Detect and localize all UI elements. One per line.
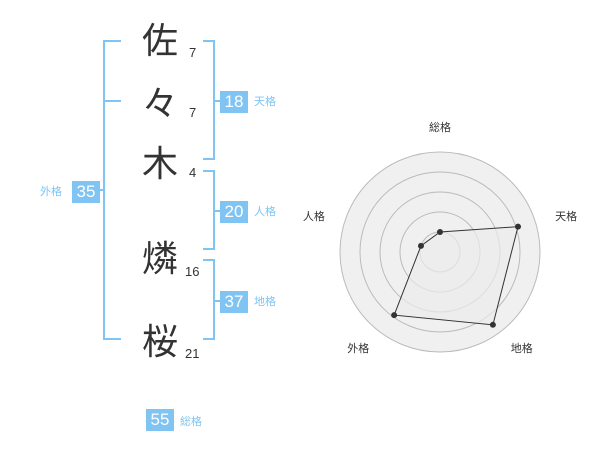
stroke-count-3: 4 bbox=[189, 165, 197, 180]
chikaku-stem bbox=[213, 300, 223, 302]
radar-axis-label-1: 総格 bbox=[429, 120, 451, 134]
radar-axis-label-5: 人格 bbox=[303, 209, 325, 223]
tenkaku-stem bbox=[213, 100, 223, 102]
radar-axis-label-2: 天格 bbox=[555, 209, 577, 223]
stroke-count-5: 21 bbox=[185, 346, 200, 361]
radar-point-4 bbox=[391, 312, 398, 319]
radar-point-5 bbox=[417, 242, 424, 249]
name-char-2: 々 bbox=[141, 84, 178, 125]
radar-axis-label-4: 外格 bbox=[347, 341, 369, 355]
gaikaku-stem bbox=[97, 189, 105, 191]
tenkaku-score: 18 bbox=[220, 91, 248, 113]
tenkaku-label: 天格 bbox=[254, 95, 276, 108]
radar-point-2 bbox=[514, 223, 521, 230]
stroke-count-1: 7 bbox=[189, 45, 197, 60]
stroke-count-4: 16 bbox=[185, 264, 200, 279]
name-char-1: 佐 bbox=[141, 21, 178, 62]
radar-score-polygon bbox=[393, 226, 519, 326]
gaikaku-label: 外格 bbox=[40, 185, 62, 198]
gaikaku-score: 35 bbox=[72, 181, 100, 203]
chikaku-bracket bbox=[203, 259, 215, 340]
jinkaku-label: 人格 bbox=[254, 205, 276, 218]
radar-point-1 bbox=[437, 229, 443, 235]
gaikaku-bracket bbox=[103, 40, 121, 340]
name-char-3: 木 bbox=[141, 144, 178, 185]
soukaku-score: 55 bbox=[146, 409, 174, 431]
chikaku-score: 37 bbox=[220, 291, 248, 313]
gaikaku-tick-top bbox=[103, 100, 121, 102]
soukaku-label: 総格 bbox=[180, 415, 202, 428]
radar-point-3 bbox=[489, 321, 496, 328]
jinkaku-stem bbox=[213, 210, 223, 212]
jinkaku-score: 20 bbox=[220, 201, 248, 223]
radar-ring-4 bbox=[359, 171, 521, 333]
stroke-count-2: 7 bbox=[189, 105, 197, 120]
chikaku-label: 地格 bbox=[254, 295, 276, 308]
name-char-4: 燐 bbox=[141, 239, 178, 280]
name-char-5: 桜 bbox=[141, 322, 178, 363]
radar-ring-5 bbox=[339, 151, 541, 353]
radar-axis-label-3: 地格 bbox=[511, 341, 533, 355]
